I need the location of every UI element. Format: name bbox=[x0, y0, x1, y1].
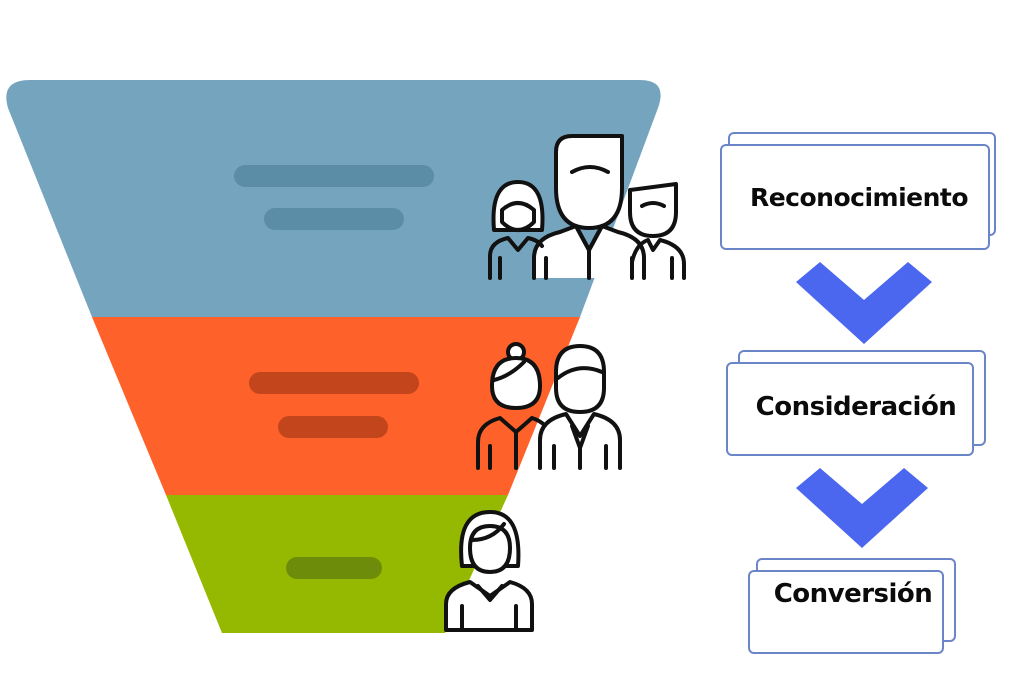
stage-box-conversion: Conversión bbox=[748, 558, 958, 654]
stage-box-reconocimiento: Reconocimiento bbox=[720, 132, 998, 250]
group-of-three-people-icon bbox=[488, 134, 686, 280]
chevron-down-icon bbox=[796, 468, 928, 548]
stage-box-consideracion: Consideración bbox=[726, 350, 986, 456]
stage-label: Reconocimiento bbox=[749, 182, 969, 212]
funnel-stage-middle bbox=[92, 317, 580, 495]
middle-stage-text-placeholder bbox=[249, 372, 419, 438]
two-people-icon bbox=[476, 342, 622, 470]
stage-label: Conversión bbox=[773, 579, 933, 609]
stage-label: Consideración bbox=[755, 392, 957, 422]
bottom-stage-text-placeholder bbox=[286, 557, 382, 579]
top-stage-text-placeholder bbox=[234, 165, 434, 230]
chevron-down-icon bbox=[796, 262, 932, 344]
funnel-stage-top bbox=[6, 80, 661, 317]
single-person-icon bbox=[444, 510, 534, 632]
